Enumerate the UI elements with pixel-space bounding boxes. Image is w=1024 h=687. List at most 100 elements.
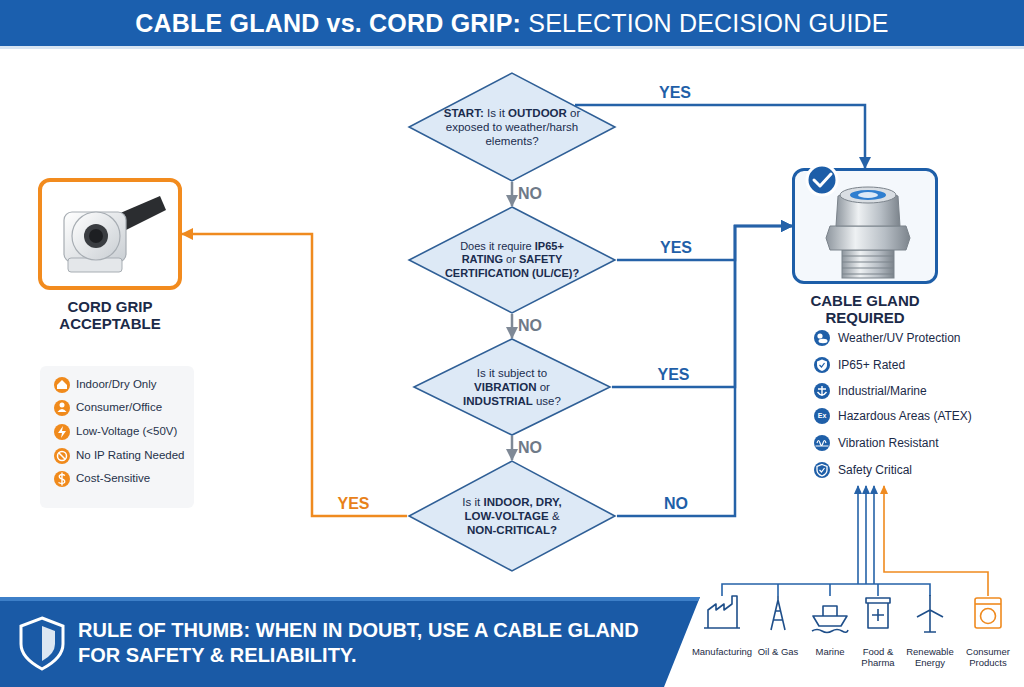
industry-label: Food & Pharma bbox=[857, 646, 899, 669]
feature-icon bbox=[820, 363, 825, 367]
industry-link bbox=[865, 486, 867, 584]
industry-icon bbox=[704, 596, 740, 628]
check-badge bbox=[814, 174, 831, 186]
outcome-heading-block: CORD GRIP ACCEPTABLE bbox=[32, 298, 188, 333]
feature-icon bbox=[814, 408, 830, 424]
cable-gland-illustration bbox=[842, 256, 894, 274]
diamond-outline bbox=[414, 339, 610, 435]
decision-diamond: Does it require IP65+ RATING or SAFETY C… bbox=[407, 206, 617, 314]
connector-arrow bbox=[182, 234, 407, 516]
band-shape bbox=[0, 597, 700, 601]
decision-text: Is it subject to VIBRATION or INDUSTRIAL… bbox=[456, 366, 568, 408]
band-shape bbox=[0, 597, 700, 687]
diamond-outline bbox=[409, 207, 615, 313]
industry-label: Marine bbox=[808, 646, 852, 657]
feature-icon bbox=[58, 452, 67, 461]
title-band bbox=[0, 0, 1024, 49]
feature-item: Safety Critical bbox=[838, 463, 912, 477]
cord-grip-illustration bbox=[84, 224, 108, 248]
diamond-content: Does it require IP65+ RATING or SAFETY C… bbox=[407, 206, 617, 314]
cable-gland-illustration bbox=[826, 187, 910, 278]
feature-icon bbox=[59, 473, 66, 486]
title-strong: CORD bbox=[369, 9, 443, 37]
feature-icon bbox=[816, 441, 829, 447]
title-band bbox=[0, 0, 1024, 46]
connector-arrow bbox=[617, 226, 792, 516]
band-content: RULE OF THUMB: WHEN IN DOUBT, USE A CABL… bbox=[78, 603, 678, 683]
feature-icon bbox=[814, 462, 830, 478]
feature-panel bbox=[40, 366, 194, 508]
industry-icon bbox=[975, 598, 1001, 628]
industry-icon bbox=[975, 598, 1001, 628]
industry-link bbox=[884, 486, 988, 596]
industry-label: Consumer Products bbox=[961, 646, 1015, 669]
check-badge bbox=[807, 165, 837, 195]
emphasis: SAFETY bbox=[519, 253, 562, 265]
feature-icon bbox=[60, 403, 65, 408]
outcome-heading: CABLE GLAND REQUIRED bbox=[786, 292, 944, 327]
cord-grip-illustration bbox=[89, 229, 103, 243]
feature-item: Low-Voltage (<50V) bbox=[76, 425, 177, 439]
edge-label: NO bbox=[518, 317, 542, 335]
decision-diamond: Is it INDOOR, DRY, LOW-VOLTAGE & NON-CRI… bbox=[407, 460, 617, 572]
emphasis: IP65+ bbox=[535, 240, 564, 252]
feature-icon bbox=[58, 409, 67, 412]
edge-label: NO bbox=[664, 495, 688, 513]
band-shape bbox=[0, 597, 700, 687]
edge-label: YES bbox=[657, 366, 689, 384]
outcome-heading-block: CABLE GLAND REQUIRED bbox=[786, 292, 944, 327]
industry-icon bbox=[975, 603, 1001, 605]
emphasis: LOW-VOLTAGE bbox=[464, 510, 548, 522]
cord-grip-illustration bbox=[72, 212, 120, 260]
industry-link bbox=[873, 486, 875, 584]
cord-grip-illustration bbox=[64, 196, 166, 272]
feature-item: Cost-Sensitive bbox=[76, 472, 150, 486]
icon-text: Ex bbox=[814, 412, 830, 419]
cable-gland-illustration bbox=[826, 226, 910, 250]
connector-arrow bbox=[612, 226, 792, 387]
decision-text: START: Is it OUTDOOR or exposed to weath… bbox=[442, 106, 582, 148]
connector-arrow bbox=[617, 226, 792, 260]
title-strong: GLAND bbox=[230, 9, 320, 37]
feature-icon bbox=[817, 333, 822, 338]
emphasis: NON-CRITICAL? bbox=[467, 524, 557, 536]
edge-label: NO bbox=[518, 439, 542, 457]
emphasis: INDOOR, bbox=[483, 496, 532, 508]
decision-text: Is it INDOOR, DRY, LOW-VOLTAGE & NON-CRI… bbox=[451, 495, 573, 537]
cable-gland-illustration bbox=[850, 190, 886, 200]
industry-label: Oil & Gas bbox=[753, 646, 803, 657]
feature-item: Vibration Resistant bbox=[838, 436, 939, 450]
shield-icon bbox=[42, 626, 55, 661]
feature-item: Weather/UV Protection bbox=[838, 331, 961, 345]
diamond-content: START: Is it OUTDOOR or exposed to weath… bbox=[407, 72, 617, 182]
emphasis: VIBRATION bbox=[474, 381, 536, 393]
feature-item: Indoor/Dry Only bbox=[76, 378, 157, 392]
industry-link bbox=[857, 486, 859, 584]
title-strong: vs. bbox=[327, 9, 362, 37]
edge-label: YES bbox=[659, 84, 691, 102]
check-badge bbox=[807, 165, 837, 195]
feature-icon bbox=[54, 400, 70, 416]
feature-icon bbox=[814, 435, 830, 451]
industry-icon bbox=[981, 609, 996, 624]
industry-link bbox=[722, 486, 988, 596]
emphasis: (UL/CE)? bbox=[532, 267, 579, 279]
title-strong: GRIP: bbox=[451, 9, 521, 37]
title-strong: CABLE bbox=[135, 9, 222, 37]
emphasis: RATING bbox=[462, 253, 503, 265]
feature-panel bbox=[40, 366, 194, 508]
industry-link bbox=[722, 584, 930, 596]
decision-text: Does it require IP65+ RATING or SAFETY C… bbox=[442, 240, 582, 280]
feature-item: IP65+ Rated bbox=[838, 358, 905, 372]
cable-gland-illustration bbox=[840, 187, 896, 203]
feature-item: No IP Rating Needed bbox=[76, 449, 184, 463]
feature-icon bbox=[820, 468, 825, 472]
shield-icon bbox=[21, 618, 63, 669]
feature-icon bbox=[818, 386, 827, 396]
cord-grip-illustration bbox=[64, 212, 126, 262]
feature-icon bbox=[817, 360, 827, 372]
decision-diamond: Is it subject to VIBRATION or INDUSTRIAL… bbox=[412, 338, 612, 436]
feature-icon bbox=[59, 453, 65, 459]
